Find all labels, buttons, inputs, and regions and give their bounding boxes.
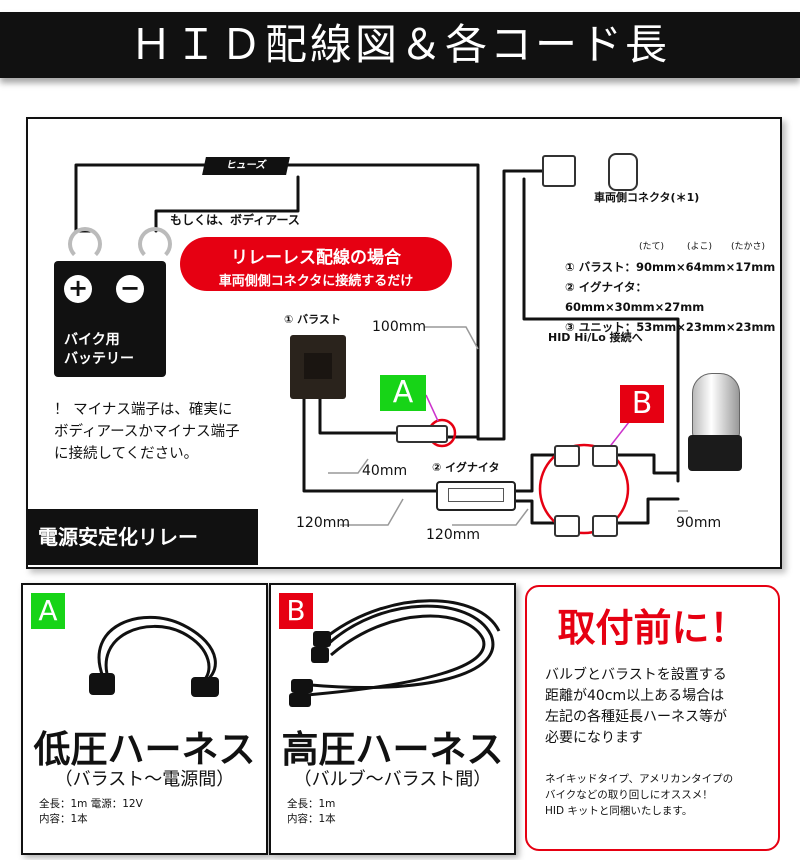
- ballast-label: ① バラスト: [284, 313, 341, 326]
- ignitor-label: ② イグナイタ: [432, 461, 500, 474]
- relayless-text: 車両側側コネクタに接続するだけ: [218, 274, 414, 289]
- vehicle-connector-wire: [476, 169, 550, 441]
- panel-high-voltage-harness: B 高圧ハーネス （バルブ〜バラスト間） 全長：1m 内容：1本: [269, 583, 516, 855]
- notice-body-1: バルブとバラストを設置する: [545, 667, 727, 683]
- title-bar-background: [0, 12, 800, 78]
- ballast-power-lead: [318, 397, 400, 435]
- ignitor-icon: [436, 481, 516, 511]
- note-line-3: に接続してください。: [54, 446, 199, 462]
- title-banner: ＨＩＤ配線図＆各コード長: [0, 0, 800, 92]
- ballast-to-ignitor-wire: [302, 397, 438, 493]
- plus-terminal-ring-icon: [68, 227, 102, 261]
- connector-a-icon: [396, 425, 448, 443]
- spec-ballast: ① バラスト：90mm×64mm×17mm: [565, 260, 776, 274]
- ignitor-hv-lower: [510, 499, 558, 525]
- length-120mm-a: 120mm: [296, 515, 350, 531]
- panel-b-subtitle: （バルブ〜バラスト間）: [293, 769, 492, 790]
- battery: + − バイク用 バッテリー: [54, 261, 166, 377]
- hv-connector-upper-left-icon: [554, 445, 580, 467]
- hv-connector-upper-right-icon: [592, 445, 618, 467]
- hv-connector-lower-right-icon: [592, 515, 618, 537]
- notice-small-3: HID キットと同梱いたします。: [545, 805, 693, 817]
- tag-a: A: [380, 375, 426, 411]
- panel-a-spec-2: 内容：1本: [39, 813, 88, 825]
- panel-a-tag: A: [31, 593, 65, 629]
- panel-a-title: 低圧ハーネス: [33, 728, 256, 771]
- high-voltage-harness-image: [289, 599, 501, 707]
- length-90mm: 90mm: [676, 515, 722, 531]
- hv-connector-lower-left-icon: [554, 515, 580, 537]
- spec-unit: ③ ユニット：53mm×23mm×23mm: [565, 320, 776, 334]
- notice-small-1: ネイキッドタイプ、アメリカンタイプの: [545, 773, 734, 785]
- notice-small-2: バイクなどの取り回しにオススメ！: [545, 789, 713, 801]
- ignitor-hv-upper: [510, 453, 558, 493]
- bulb-base-icon: [688, 435, 742, 471]
- low-voltage-harness-image: [89, 615, 219, 697]
- length-120mm-b: 120mm: [426, 527, 480, 543]
- battery-label-2: バッテリー: [64, 351, 134, 367]
- unit-takasa: (たかさ): [731, 242, 766, 252]
- panel-b-spec-1: 全長：1m: [287, 798, 336, 810]
- length-100mm: 100mm: [372, 319, 426, 335]
- spec-list: (たて) (よこ) (たかさ) ① バラスト：90mm×64mm×17mm ② …: [565, 242, 780, 337]
- ballast-icon: [290, 335, 346, 399]
- notice-body-4: 必要になります: [545, 730, 643, 746]
- notice-body-2: 距離が40cm以上ある場合は: [545, 688, 725, 704]
- notice-box: 取付前に！ バルブとバラストを設置する 距離が40cm以上ある場合は 左記の各種…: [525, 585, 780, 851]
- fuse-label: ヒューズ: [202, 157, 290, 175]
- battery-minus-icon: −: [116, 275, 144, 303]
- battery-plus-icon: +: [64, 275, 92, 303]
- body-earth-label: もしくは、ボディアース: [170, 213, 300, 227]
- minus-terminal-ring-icon: [138, 227, 172, 261]
- panel-a-subtitle: （バラスト〜電源間）: [54, 769, 235, 790]
- panel-low-voltage-harness: A 低圧ハーネス （バラスト〜電源間） 全長：1m 電源：12V 内容：1本: [21, 583, 268, 855]
- length-40mm: 40mm: [362, 463, 408, 479]
- panel-b-title: 高圧ハーネス: [281, 728, 504, 771]
- panel-b-tag: B: [279, 593, 313, 629]
- earth-wire: [154, 175, 300, 233]
- page-title: ＨＩＤ配線図＆各コード長: [129, 20, 670, 69]
- note-line-1: ！ マイナス端子は、確実に: [54, 402, 233, 418]
- marker-circle-b: [538, 443, 630, 535]
- relay-label: 電源安定化リレー: [28, 509, 258, 565]
- hid-bulb-icon: [692, 373, 740, 439]
- notice-body-3: 左記の各種延長ハーネス等が: [545, 709, 727, 725]
- notice-title: 取付前に！: [557, 605, 748, 650]
- note-line-2: ボディアースかマイナス端子: [54, 424, 240, 440]
- wiring-diagram: ヒューズ もしくは、ボディアース + − バイク用 バッテリー リレーレス配線の…: [26, 117, 782, 569]
- panel-b-spec-2: 内容：1本: [287, 813, 336, 825]
- hid-hilo-label: HID Hi/Lo 接続へ: [548, 331, 643, 344]
- hid-hilo-wire: [522, 177, 680, 483]
- relayless-callout: リレーレス配線の場合 車両側側コネクタに接続するだけ: [180, 237, 452, 291]
- minus-terminal-note: ！ マイナス端子は、確実に ボディアースかマイナス端子 に接続してください。: [54, 399, 240, 465]
- relayless-title: リレーレス配線の場合: [231, 248, 401, 268]
- vehicle-connector-socket-icon: [608, 153, 638, 191]
- spec-ignitor: ② イグナイタ：60mm×30mm×27mm: [565, 280, 705, 314]
- unit-tate: (たて): [639, 242, 665, 252]
- battery-label-1: バイク用: [64, 332, 120, 348]
- tag-b: B: [620, 385, 664, 423]
- unit-yoko: (よこ): [687, 242, 713, 252]
- panel-a-spec-1: 全長：1m 電源：12V: [39, 798, 143, 810]
- vehicle-connector-label: 車両側コネクタ(＊1): [594, 191, 700, 204]
- vehicle-connector-plug-icon: [542, 155, 576, 187]
